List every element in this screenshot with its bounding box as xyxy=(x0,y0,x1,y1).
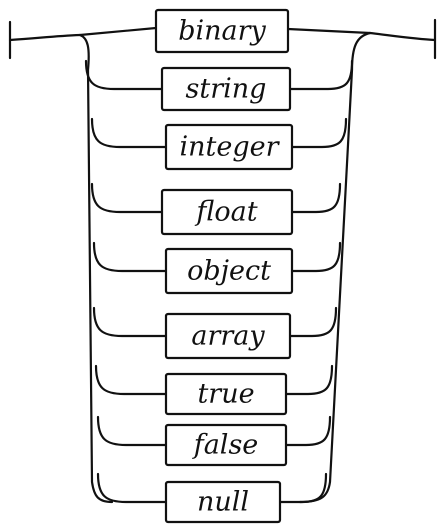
option-node-string: string xyxy=(160,66,292,112)
option-box xyxy=(160,66,292,112)
branch-line-right xyxy=(284,415,332,447)
option-box xyxy=(164,123,294,171)
exit-line xyxy=(368,31,437,42)
branch-line-right xyxy=(284,364,334,396)
branch-line-left xyxy=(90,182,164,214)
branch-line-left xyxy=(90,117,168,149)
option-label: object xyxy=(187,256,271,287)
option-box xyxy=(164,372,288,416)
branch-line-right xyxy=(290,117,348,149)
option-label: string xyxy=(186,74,267,105)
branch-line-left xyxy=(94,364,168,396)
option-box xyxy=(164,480,282,524)
branch-line-right xyxy=(290,241,342,273)
option-node-false: false xyxy=(164,423,288,467)
branch-line-left xyxy=(96,472,168,504)
option-node-null: null xyxy=(164,480,282,524)
option-node-integer: integer xyxy=(164,123,294,171)
branch-line-left xyxy=(78,26,158,37)
branch-line-right xyxy=(286,27,372,35)
option-label: binary xyxy=(178,16,266,47)
option-node-array: array xyxy=(164,312,292,360)
diagram-wires xyxy=(8,18,437,504)
branch-line-left xyxy=(92,306,168,338)
branch-line-left xyxy=(92,241,168,273)
entry-line xyxy=(8,33,82,42)
option-label: array xyxy=(191,321,265,352)
option-label: false xyxy=(192,430,259,461)
option-box xyxy=(160,188,294,236)
option-label: null xyxy=(197,487,249,518)
option-box xyxy=(164,247,294,295)
option-node-binary: binary xyxy=(154,8,290,54)
diagram-options: binary string integer float object array true f… xyxy=(154,8,294,524)
branch-line-left xyxy=(96,415,168,447)
option-label: integer xyxy=(179,132,280,163)
option-node-object: object xyxy=(164,247,294,295)
option-box xyxy=(154,8,290,54)
branch-line-right xyxy=(288,59,354,91)
branch-line-right xyxy=(288,306,338,338)
option-label: true xyxy=(197,379,254,410)
option-box xyxy=(164,423,288,467)
right-trunk xyxy=(298,31,372,504)
branch-line-right xyxy=(278,472,328,504)
option-node-float: float xyxy=(160,188,294,236)
option-label: float xyxy=(194,197,257,228)
option-node-true: true xyxy=(164,372,288,416)
branch-line-left xyxy=(84,59,164,91)
left-trunk xyxy=(78,33,114,504)
option-box xyxy=(164,312,292,360)
branch-line-right xyxy=(290,182,342,214)
